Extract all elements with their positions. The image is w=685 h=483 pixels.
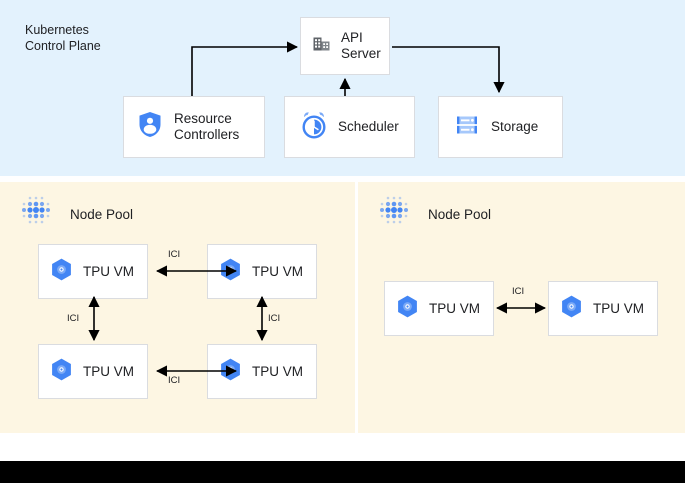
api-server-box[interactable]: API Server <box>300 17 390 75</box>
storage-label: Storage <box>491 119 539 134</box>
tpu-vm-box[interactable]: TPU VM <box>38 244 148 299</box>
tpu-hexagon-icon <box>51 358 72 386</box>
building-icon <box>312 34 332 59</box>
ici-label: ICI <box>67 313 80 324</box>
control-plane-title: Kubernetes Control Plane <box>25 23 101 53</box>
tpu-hexagon-icon <box>51 258 72 286</box>
ici-label: ICI <box>268 313 281 324</box>
tpu-vm-box[interactable]: TPU VM <box>384 281 494 336</box>
tpu-hexagon-icon <box>220 258 241 286</box>
ici-label: ICI <box>168 375 181 386</box>
tpu-vm-label: TPU VM <box>252 264 304 279</box>
tpu-vm-label: TPU VM <box>593 301 645 316</box>
api-server-label: API Server <box>341 30 381 61</box>
tpu-vm-box[interactable]: TPU VM <box>548 281 658 336</box>
tpu-vm-label: TPU VM <box>83 364 135 379</box>
bottom-bar <box>0 461 685 483</box>
tpu-hexagon-icon <box>220 358 241 386</box>
ici-label: ICI <box>512 286 525 297</box>
tpu-vm-label: TPU VM <box>83 264 135 279</box>
node-pool-right-panel: Node Pool TPU VM TPU VM <box>358 182 685 433</box>
dot-cluster-icon <box>18 194 54 235</box>
ici-label: ICI <box>168 249 181 260</box>
tpu-hexagon-icon <box>397 295 418 323</box>
node-pool-left-panel: Node Pool TPU VM TPU VM <box>0 182 355 433</box>
control-plane-panel: Kubernetes Control Plane API Server <box>0 0 685 176</box>
node-pool-right-header: Node Pool <box>376 194 491 235</box>
scheduler-label: Scheduler <box>338 119 399 134</box>
tpu-vm-label: TPU VM <box>252 364 304 379</box>
shield-user-icon <box>138 111 162 143</box>
tpu-vm-label: TPU VM <box>429 301 481 316</box>
resource-controllers-box[interactable]: Resource Controllers <box>123 96 265 158</box>
tpu-vm-box[interactable]: TPU VM <box>207 344 317 399</box>
storage-box[interactable]: Storage <box>438 96 563 158</box>
node-pool-left-header: Node Pool <box>18 194 133 235</box>
tpu-vm-box[interactable]: TPU VM <box>207 244 317 299</box>
resource-controllers-label: Resource Controllers <box>174 111 240 142</box>
tpu-hexagon-icon <box>561 295 582 323</box>
server-stack-icon <box>455 113 479 142</box>
tpu-vm-box[interactable]: TPU VM <box>38 344 148 399</box>
alarm-clock-icon <box>301 111 327 144</box>
scheduler-box[interactable]: Scheduler <box>284 96 415 158</box>
node-pool-right-title: Node Pool <box>428 207 492 222</box>
node-pool-left-title: Node Pool <box>70 207 134 222</box>
dot-cluster-icon <box>376 194 412 235</box>
